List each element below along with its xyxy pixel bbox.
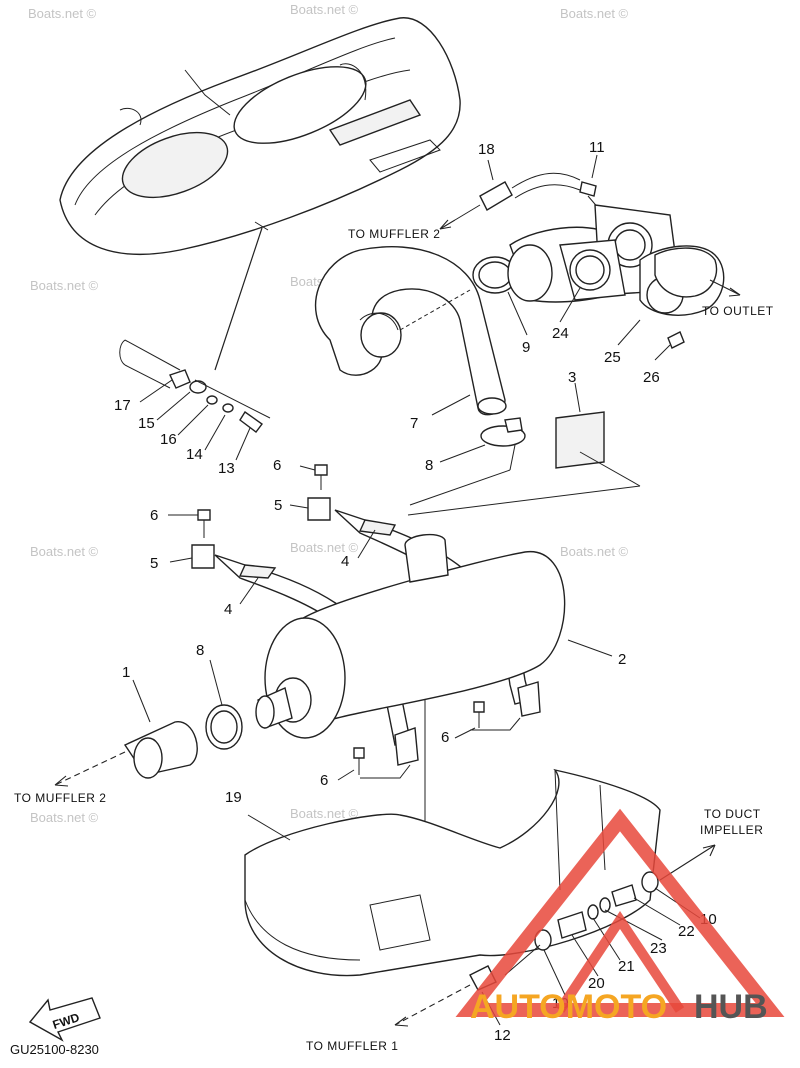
watermark: Boats.net © <box>30 544 99 559</box>
callout-12: 12 <box>494 1027 511 1044</box>
watermark: Boats.net © <box>560 6 629 21</box>
label-to-muffler-1: TO MUFFLER 1 <box>306 1039 398 1053</box>
callout-8-lower: 8 <box>196 642 204 659</box>
callout-22: 22 <box>678 923 695 940</box>
callout-2: 2 <box>618 651 626 668</box>
watermark: Boats.net © <box>30 810 99 825</box>
tray-19 <box>244 768 661 977</box>
callout-13: 13 <box>218 460 235 477</box>
callout-7: 7 <box>410 415 418 432</box>
callout-numbers: 18 11 9 24 25 26 3 7 8 6 5 6 5 4 4 2 8 1… <box>114 139 717 1044</box>
lower-fittings <box>394 844 716 1027</box>
watermark: Boats.net © <box>560 544 629 559</box>
callout-19: 19 <box>225 789 242 806</box>
tube-1 <box>54 721 198 787</box>
watermark: Boats.net © <box>290 540 359 555</box>
plate-3 <box>555 411 641 487</box>
callout-17: 17 <box>114 397 131 414</box>
bracket-group <box>191 464 331 569</box>
callout-24: 24 <box>552 325 569 342</box>
callout-18: 18 <box>478 141 495 158</box>
callout-5-b: 5 <box>150 555 158 572</box>
label-to-outlet: TO OUTLET <box>702 304 774 318</box>
callout-25: 25 <box>604 349 621 366</box>
watermark: Boats.net © <box>28 6 97 21</box>
callout-23: 23 <box>650 940 667 957</box>
label-to-muffler-2-left: TO MUFFLER 2 <box>14 791 106 805</box>
label-impeller: IMPELLER <box>700 823 763 837</box>
label-to-duct: TO DUCT <box>704 807 761 821</box>
callout-1: 1 <box>122 664 130 681</box>
callout-4-a: 4 <box>341 553 349 570</box>
manifold-group <box>472 204 741 349</box>
watercraft-illustration <box>59 17 461 256</box>
automotohub-logo: AUTOMOTO HUB <box>455 808 785 1026</box>
callout-6-b: 6 <box>150 507 158 524</box>
callout-15: 15 <box>138 415 155 432</box>
watermark: Boats.net © <box>30 278 99 293</box>
fwd-arrow-icon: FWD <box>28 997 101 1042</box>
callout-6-c: 6 <box>441 729 449 746</box>
hose-18-group <box>439 172 601 230</box>
callout-4-b: 4 <box>224 601 232 618</box>
callout-9: 9 <box>522 339 530 356</box>
logo-text-hub: HUB <box>694 988 768 1026</box>
direction-labels: TO MUFFLER 2 TO OUTLET TO MUFFLER 2 TO D… <box>14 227 774 1053</box>
callout-5-a: 5 <box>274 497 282 514</box>
label-to-muffler-2-top: TO MUFFLER 2 <box>348 227 440 241</box>
part-code: GU25100-8230 <box>10 1042 99 1057</box>
callout-14: 14 <box>186 446 203 463</box>
callout-3: 3 <box>568 369 576 386</box>
callout-leaders <box>132 154 701 1026</box>
callout-20: 20 <box>588 975 605 992</box>
callout-26: 26 <box>643 369 660 386</box>
exhaust-pipe-7 <box>314 246 507 416</box>
logo-text-automoto: AUTOMOTO <box>470 988 667 1026</box>
callout-8-upper: 8 <box>425 457 433 474</box>
muffler-2 <box>255 533 566 766</box>
leader-line <box>214 227 263 371</box>
watermark: Boats.net © <box>290 2 359 17</box>
callout-6-d: 6 <box>320 772 328 789</box>
callout-11: 11 <box>589 139 605 156</box>
callout-6-a: 6 <box>273 457 281 474</box>
callout-21: 21 <box>618 958 635 975</box>
hull-fitting-group <box>119 339 271 433</box>
watermark: Boats.net © <box>290 806 359 821</box>
callout-16: 16 <box>160 431 177 448</box>
watermarks: Boats.net © Boats.net © Boats.net © Boat… <box>28 2 629 825</box>
